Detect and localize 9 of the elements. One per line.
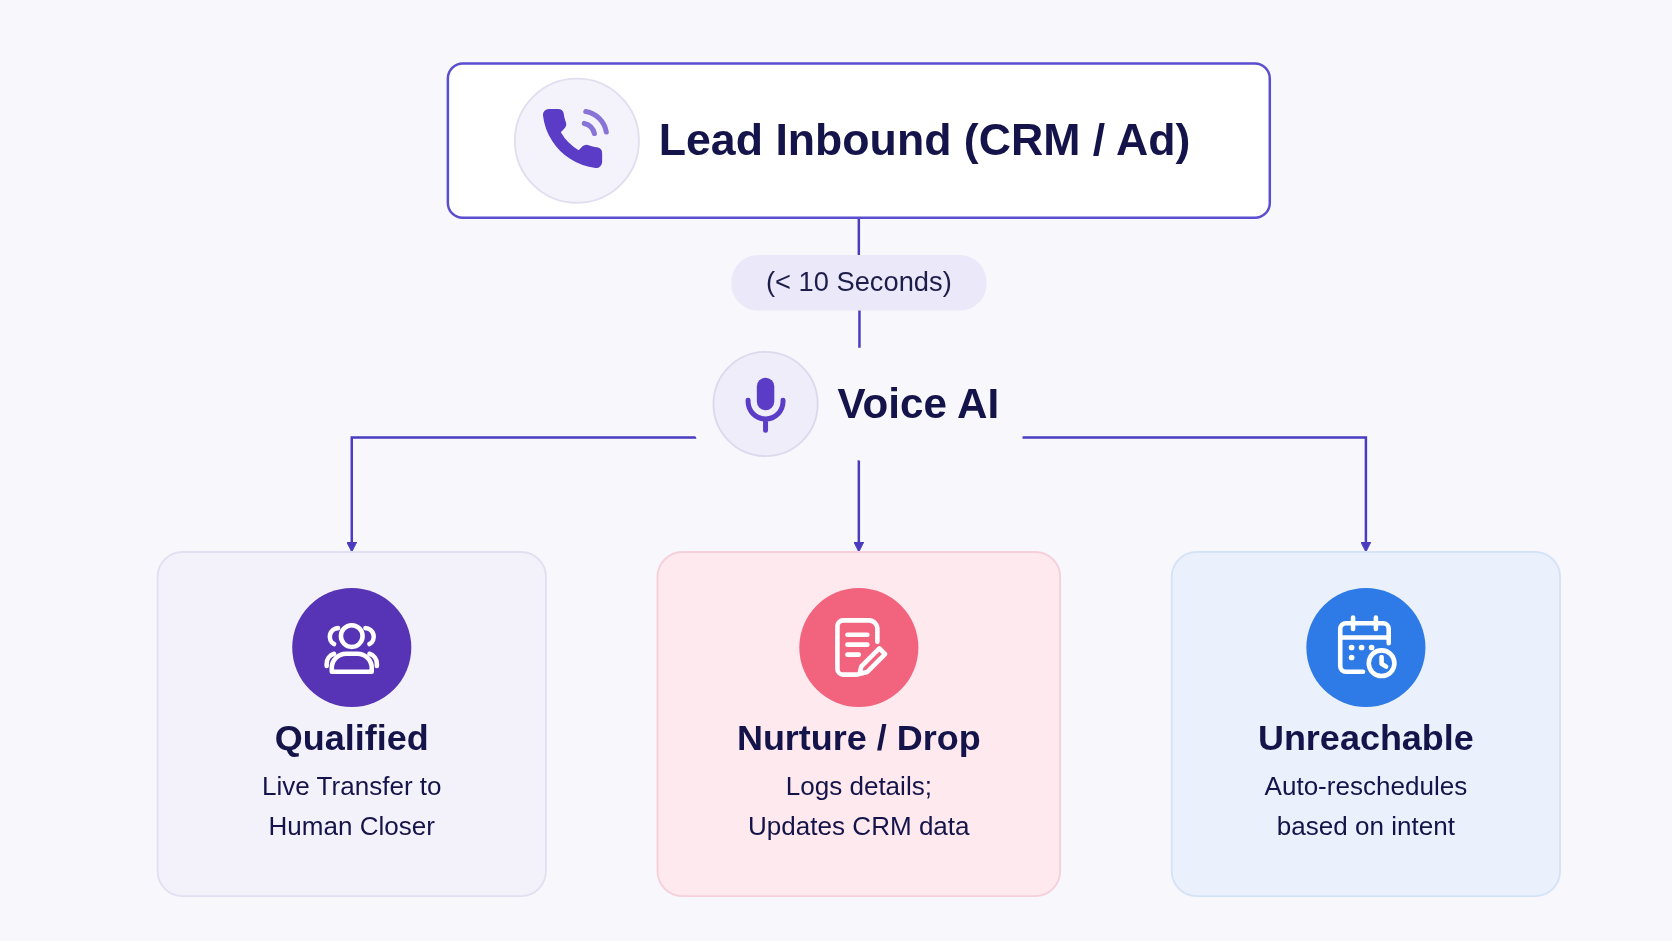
node-box: Lead Inbound (CRM / Ad) — [446, 62, 1271, 220]
node-box: Unreachable Auto-reschedules based on intent — [1170, 551, 1561, 897]
edge-label: (< 10 Seconds) — [765, 266, 952, 298]
arrow — [852, 459, 864, 553]
arrow — [345, 436, 696, 553]
node-box: Qualified Live Transfer to Human Closer — [156, 551, 547, 897]
arrow — [1022, 436, 1371, 553]
node-box: Nurture / Drop Logs details; Updates CRM data — [656, 551, 1061, 897]
node-text: Voice AI — [837, 379, 999, 427]
